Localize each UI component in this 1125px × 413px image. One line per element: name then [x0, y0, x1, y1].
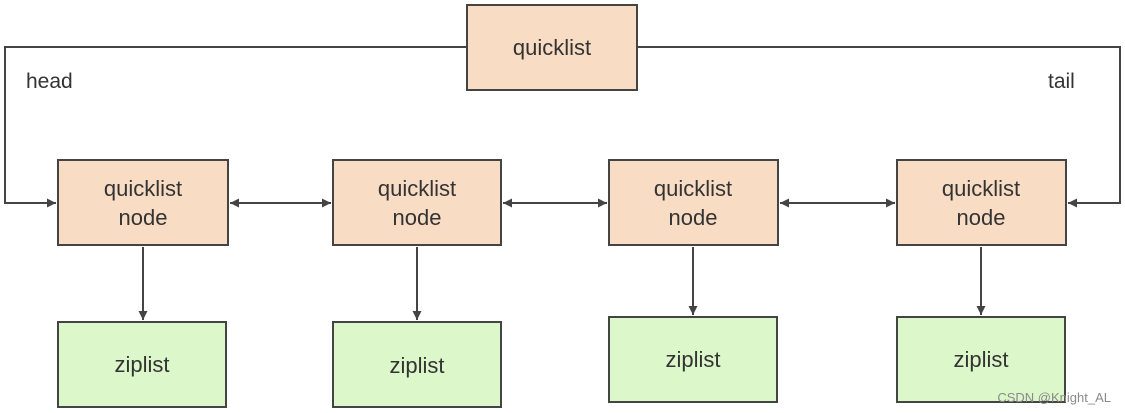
quicklist-node-4: quicklist node	[896, 159, 1067, 246]
ziplist-label: ziplist	[665, 347, 720, 372]
ziplist-label: ziplist	[389, 353, 444, 378]
head-label: head	[26, 70, 73, 93]
watermark: CSDN @Knight_AL	[997, 390, 1111, 405]
node-line2: node	[119, 205, 168, 230]
node-line1: quicklist	[942, 176, 1020, 201]
head-pointer-line	[4, 46, 467, 208]
quicklist-box: quicklist	[466, 4, 638, 91]
node-line1: quicklist	[654, 176, 732, 201]
node-line1: quicklist	[104, 176, 182, 201]
ziplist-3: ziplist	[608, 316, 778, 403]
ziplist-1: ziplist	[57, 321, 227, 408]
node-line1: quicklist	[378, 176, 456, 201]
ziplist-label: ziplist	[114, 352, 169, 377]
quicklist-node-2: quicklist node	[332, 159, 502, 246]
ziplist-4: ziplist	[896, 316, 1066, 403]
node-line2: node	[669, 205, 718, 230]
tail-label: tail	[1048, 70, 1075, 93]
tail-pointer-line	[637, 46, 1121, 208]
node-line2: node	[957, 205, 1006, 230]
ziplist-2: ziplist	[332, 321, 502, 408]
ziplist-label: ziplist	[953, 347, 1008, 372]
quicklist-node-3: quicklist node	[608, 159, 779, 246]
node-line2: node	[393, 205, 442, 230]
quicklist-label: quicklist	[513, 35, 591, 60]
quicklist-node-1: quicklist node	[57, 159, 229, 246]
